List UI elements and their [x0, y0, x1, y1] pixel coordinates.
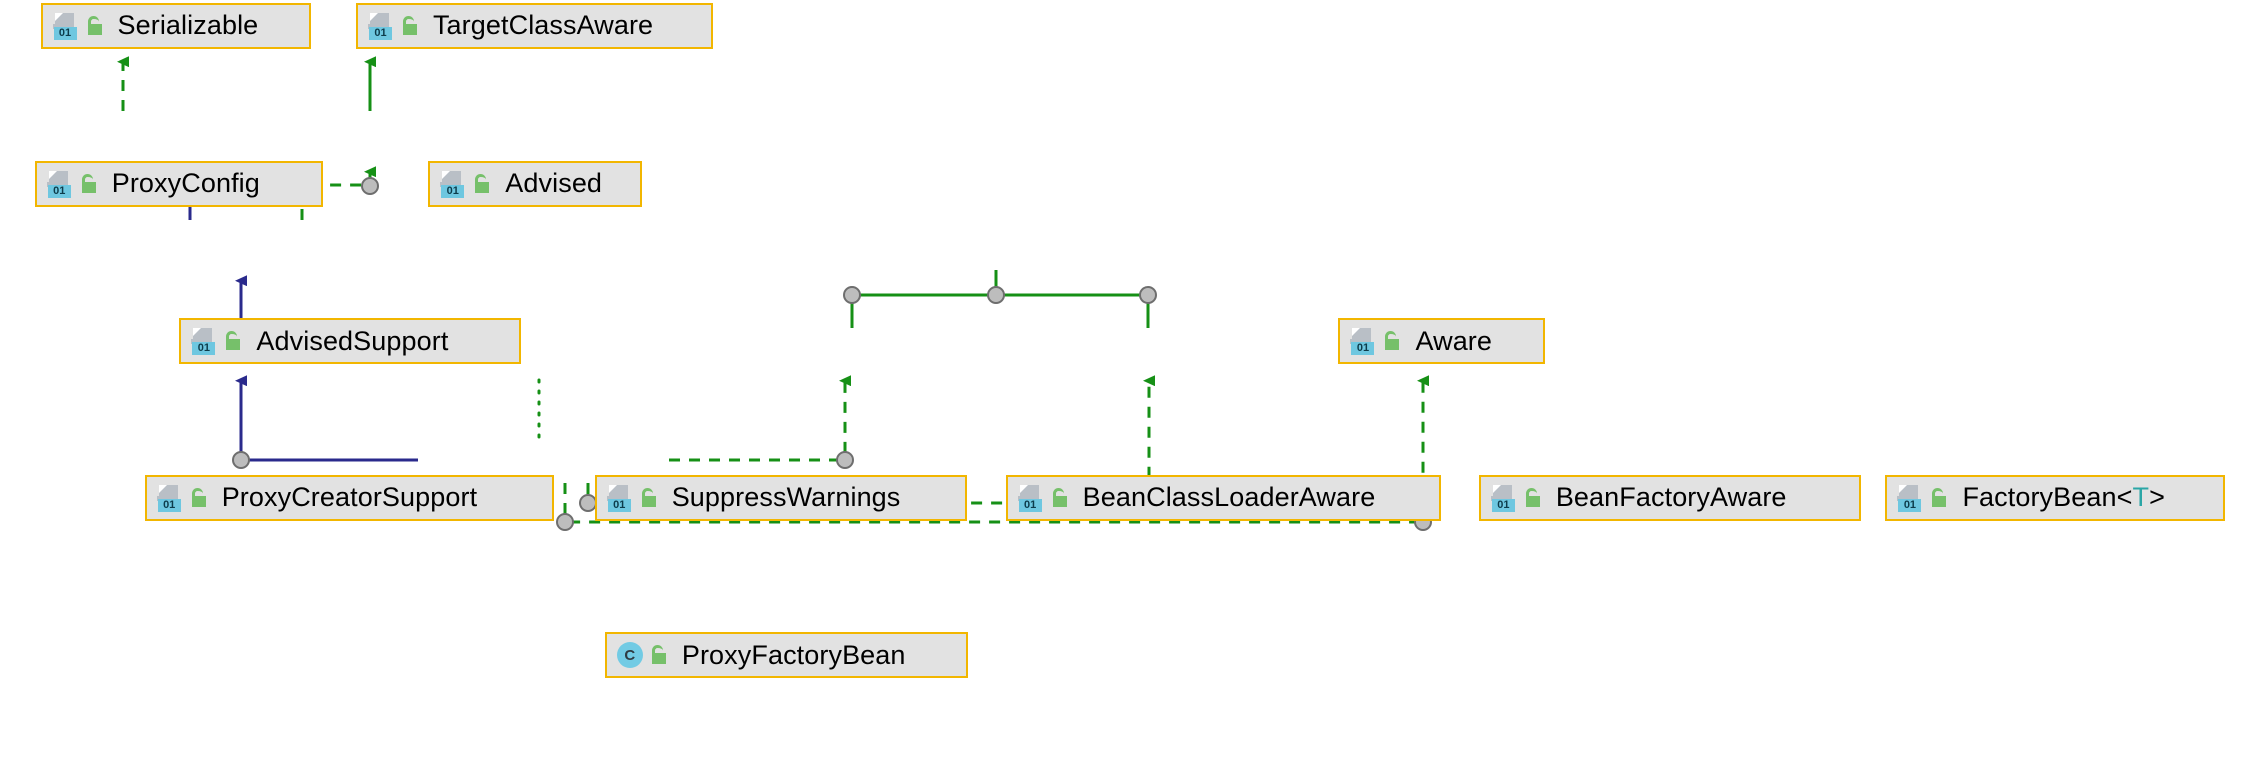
- unlocked-padlock-icon: [401, 15, 419, 36]
- node-label: SuppressWarnings: [671, 482, 901, 513]
- class-node-aware[interactable]: 01 Aware: [1338, 318, 1546, 365]
- unlocked-padlock-icon: [650, 645, 668, 665]
- interface-icon: 01: [191, 327, 217, 356]
- node-label: BeanFactoryAware: [1555, 482, 1787, 513]
- node-label: TargetClassAware: [432, 10, 654, 41]
- class-node-advised[interactable]: 01 Advised: [428, 160, 643, 207]
- class-node-proxyfactorybean[interactable]: C ProxyFactoryBean: [604, 632, 969, 679]
- class-node-proxyconfig[interactable]: 01 ProxyConfig: [34, 160, 323, 207]
- interface-badge: 01: [1018, 498, 1042, 512]
- class-node-proxycreatorsupport[interactable]: 01 ProxyCreatorSupport: [144, 474, 555, 521]
- unlocked-padlock-icon: [640, 487, 658, 508]
- interface-icon: 01: [46, 170, 73, 198]
- node-label: AdvisedSupport: [256, 325, 449, 356]
- unlocked-padlock-icon: [224, 331, 242, 351]
- interface-icon: 01: [367, 12, 394, 40]
- unlocked-padlock-icon: [1930, 487, 1948, 508]
- edge-proxyfactorybean-implements-beanclassloaderaware: [669, 375, 854, 469]
- node-label: Serializable: [117, 10, 259, 41]
- node-label-text: FactoryBean: [1962, 482, 2117, 513]
- interface-icon: 01: [440, 170, 466, 198]
- class-node-beanfactoryaware[interactable]: 01 BeanFactoryAware: [1478, 474, 1861, 521]
- unlocked-padlock-icon: [80, 173, 98, 194]
- unlocked-padlock-icon: [86, 15, 104, 36]
- class-node-factorybean[interactable]: 01 FactoryBean<T>: [1885, 474, 2226, 521]
- node-label: FactoryBean<T>: [1962, 484, 2165, 511]
- node-label: Advised: [505, 168, 603, 199]
- interface-badge: 01: [1491, 498, 1515, 512]
- class-node-serializable[interactable]: 01 Serializable: [40, 2, 312, 49]
- interface-badge: 01: [441, 184, 465, 198]
- interface-badge: 01: [607, 498, 631, 512]
- interface-icon: 01: [606, 484, 633, 512]
- unlocked-padlock-icon: [473, 173, 491, 194]
- node-label: Aware: [1415, 325, 1493, 356]
- interface-badge: 01: [192, 342, 216, 356]
- interface-icon: 01: [156, 484, 183, 512]
- node-label: ProxyFactoryBean: [681, 639, 906, 670]
- generic-type-param: T: [2132, 482, 2150, 513]
- class-node-beanclassloaderaware[interactable]: 01 BeanClassLoaderAware: [1005, 474, 1442, 521]
- class-node-suppresswarnings[interactable]: 01 SuppressWarnings: [594, 474, 967, 521]
- node-label: BeanClassLoaderAware: [1082, 482, 1376, 513]
- interface-icon: 01: [1017, 484, 1044, 512]
- interface-badge: 01: [368, 26, 392, 40]
- generic-close-angle: >: [2149, 482, 2165, 513]
- generic-open-angle: <: [2116, 482, 2133, 513]
- node-label: ProxyConfig: [111, 168, 260, 199]
- interface-badge: 01: [1351, 342, 1375, 356]
- class-node-advisedsupport[interactable]: 01 AdvisedSupport: [179, 318, 521, 365]
- interface-badge: 01: [157, 498, 181, 512]
- edge-aware-generalization-tree: [843, 270, 1157, 328]
- interface-badge: 01: [1898, 498, 1922, 512]
- interface-icon: 01: [1490, 484, 1517, 512]
- interface-icon: 01: [1897, 484, 1923, 512]
- unlocked-padlock-icon: [190, 487, 208, 508]
- node-label: ProxyCreatorSupport: [221, 482, 478, 513]
- unlocked-padlock-icon: [1051, 487, 1069, 508]
- interface-icon: 01: [52, 12, 79, 40]
- class-icon: C: [616, 642, 643, 669]
- interface-badge: 01: [53, 26, 77, 40]
- edge-proxyfactorybean-extends-proxycreatorsupport: [232, 375, 418, 469]
- class-node-targetclassaware[interactable]: 01 TargetClassAware: [355, 2, 714, 49]
- unlocked-padlock-icon: [1383, 331, 1401, 351]
- interface-icon: 01: [1350, 327, 1376, 356]
- unlocked-padlock-icon: [1524, 487, 1542, 508]
- interface-badge: 01: [47, 184, 71, 198]
